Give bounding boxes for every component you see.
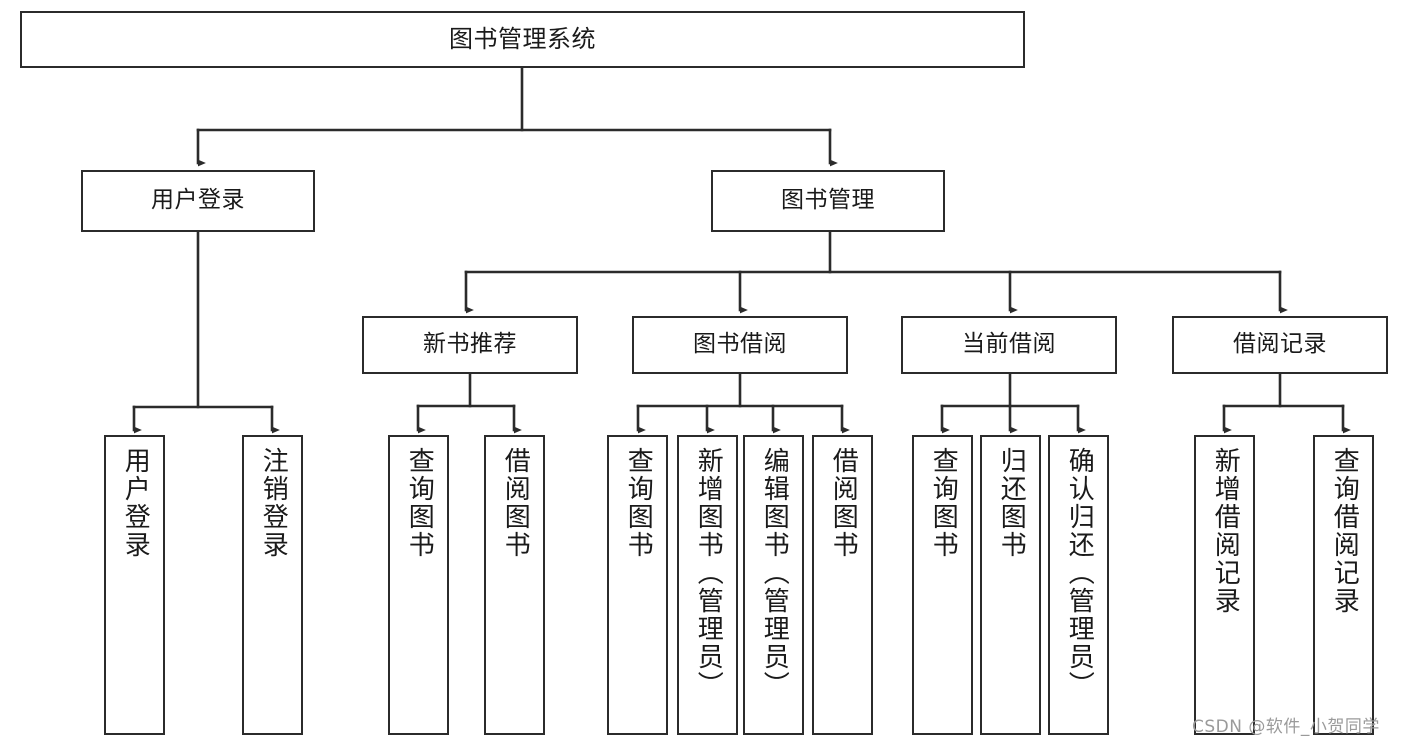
node-new-book-recommend[interactable]: 新书推荐	[362, 316, 578, 374]
node-label: 查询图书	[623, 447, 654, 559]
node-label: 新书推荐	[423, 331, 517, 358]
node-label: 用户登录	[120, 447, 151, 559]
node-book-borrow[interactable]: 图书借阅	[632, 316, 848, 374]
node-label: 借阅记录	[1233, 331, 1327, 358]
watermark-text: CSDN @软件_小贺同学	[1192, 717, 1380, 737]
leaf-borrow-book-recommend[interactable]: 借阅图书	[484, 435, 545, 735]
node-label: 图书管理	[781, 187, 875, 214]
node-label: 用户登录	[151, 187, 245, 214]
leaf-query-borrow-record[interactable]: 查询借阅记录	[1313, 435, 1374, 735]
leaf-add-borrow-record[interactable]: 新增借阅记录	[1194, 435, 1255, 735]
node-label: 借阅图书	[500, 447, 531, 559]
leaf-query-book-recommend[interactable]: 查询图书	[388, 435, 449, 735]
node-label: 归还图书	[996, 447, 1027, 559]
leaf-user-login[interactable]: 用户登录	[104, 435, 165, 735]
node-label: 查询图书	[928, 447, 959, 559]
leaf-query-book-current[interactable]: 查询图书	[912, 435, 973, 735]
leaf-query-book-borrow[interactable]: 查询图书	[607, 435, 668, 735]
node-label: 借阅图书	[828, 447, 859, 559]
node-label: 图书借阅	[693, 331, 787, 358]
leaf-return-book[interactable]: 归还图书	[980, 435, 1041, 735]
leaf-edit-book[interactable]: 编辑图书（管理员）	[743, 435, 804, 735]
leaf-logout[interactable]: 注销登录	[242, 435, 303, 735]
node-label: 图书管理系统	[449, 25, 596, 54]
node-book-management[interactable]: 图书管理	[711, 170, 945, 232]
node-label: 新增借阅记录	[1210, 447, 1241, 615]
node-root-system[interactable]: 图书管理系统	[20, 11, 1025, 68]
node-label: 编辑图书（管理员）	[759, 447, 790, 699]
node-label: 查询图书	[404, 447, 435, 559]
node-user-login[interactable]: 用户登录	[81, 170, 315, 232]
node-label: 确认归还（管理员）	[1064, 447, 1095, 699]
node-label: 注销登录	[258, 447, 289, 559]
leaf-borrow-book[interactable]: 借阅图书	[812, 435, 873, 735]
node-borrow-record[interactable]: 借阅记录	[1172, 316, 1388, 374]
leaf-add-book[interactable]: 新增图书（管理员）	[677, 435, 738, 735]
node-label: 当前借阅	[962, 331, 1056, 358]
node-label: 查询借阅记录	[1329, 447, 1360, 615]
node-label: 新增图书（管理员）	[693, 447, 724, 699]
node-current-borrow[interactable]: 当前借阅	[901, 316, 1117, 374]
leaf-confirm-return[interactable]: 确认归还（管理员）	[1048, 435, 1109, 735]
